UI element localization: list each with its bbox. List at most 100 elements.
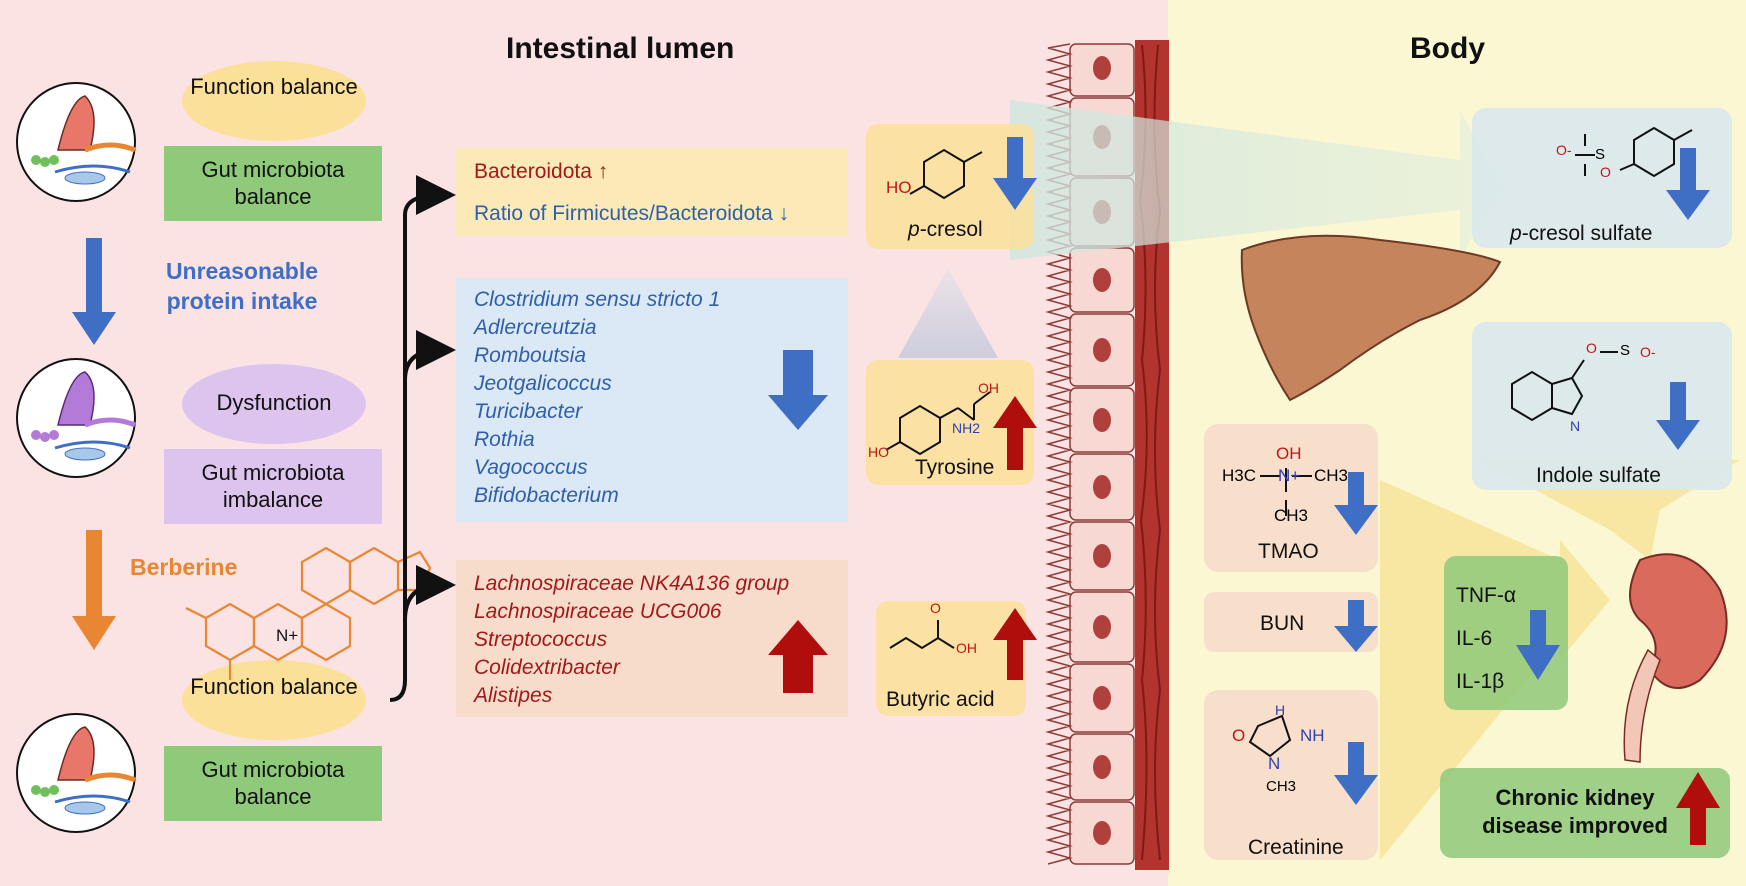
tyrosine-oh: OH (978, 380, 999, 396)
function-balance-ellipse-1 (182, 61, 366, 141)
butyric-oh: OH (956, 640, 977, 656)
tmao-h3c: H3C (1222, 466, 1257, 485)
genus-item: Alistipes (474, 684, 553, 707)
pcresol-ho: HO (886, 178, 912, 197)
berberine-label: Berberine (130, 554, 238, 580)
bacteroidota-text: Bacteroidota ↑ (474, 160, 609, 183)
branch-arrow-top (389, 175, 456, 702)
genus-item: Bifidobacterium (474, 484, 619, 507)
tmao-ch3-bottom: CH3 (1274, 506, 1309, 525)
genus-item: Lachnospiraceae UCG006 (474, 600, 722, 623)
cytokine-tnf: TNF-α (1456, 584, 1516, 607)
genus-item: Clostridium sensu stricto 1 (474, 288, 721, 311)
genus-item: Adlercreutzia (474, 316, 597, 339)
transition-label: Unreasonable protein intake (165, 258, 319, 314)
berberine-n-label: N+ (276, 626, 299, 645)
body-title: Body (1410, 32, 1485, 65)
pcresol-transport-arrow (1010, 100, 1500, 260)
is-nh: N (1570, 418, 1581, 434)
creat-n: N (1268, 754, 1281, 773)
butyric-o: O (930, 600, 941, 616)
state2-function-label: Dysfunction (216, 390, 332, 415)
butyric-up-arrow (993, 608, 1037, 680)
tmao-n: N+ (1278, 466, 1301, 485)
outcome-box (1440, 768, 1730, 858)
decrease-arrow-genera (768, 350, 828, 430)
creatinine-box (1204, 690, 1378, 860)
state3-microbiota-label: Gut microbiota balance (201, 757, 345, 809)
genus-item: Turicibacter (474, 400, 583, 423)
dysfunction-ellipse (182, 364, 366, 444)
genus-item: Colidextribacter (474, 656, 620, 679)
microbiota-balance-box-2 (164, 746, 382, 821)
lumen-title: Intestinal lumen (506, 32, 735, 65)
liver-illustration (1240, 234, 1502, 402)
tmao-label: TMAO (1258, 540, 1319, 563)
tyrosine-ho: HO (868, 444, 889, 460)
state1-function-label: Function balance (190, 74, 358, 99)
microbiota-imbalance-box (164, 449, 382, 524)
state2-microbiota-label: Gut microbiota imbalance (201, 460, 345, 512)
indole-sulfate-box (1472, 322, 1732, 490)
pcresol-down-arrow (993, 137, 1037, 210)
is-o: O (1586, 340, 1597, 356)
state3-function-label: Function balance (190, 674, 358, 699)
butyric-label: Butyric acid (886, 688, 995, 711)
function-balance-ellipse-2 (182, 660, 366, 740)
indole-sulfate-label: Indole sulfate (1536, 464, 1661, 487)
butyric-box (876, 601, 1026, 716)
tmao-oh: OH (1276, 444, 1302, 463)
indole-sulfate-down-arrow (1656, 382, 1700, 450)
decreased-genera-list: Clostridium sensu stricto 1 Adlercreutzi… (474, 286, 720, 510)
pcresol-sulfate-down-arrow (1666, 148, 1710, 220)
pcresol-sulfate-label: p-cresol sulfate (1510, 222, 1653, 245)
creat-o: O (1232, 726, 1246, 745)
microbiota-balance-box-1 (164, 146, 382, 221)
ratio-text: Ratio of Firmicutes/Bacteroidota ↓ (474, 202, 790, 225)
bacteroidota-box (456, 148, 848, 236)
creatinine-down-arrow (1334, 742, 1378, 805)
creat-ch3: CH3 (1266, 778, 1297, 795)
creat-nh-top: H (1275, 702, 1286, 718)
cytokine-il6: IL-6 (1456, 627, 1493, 650)
genus-item: Jeotgalicoccus (474, 372, 612, 395)
cytokine-down-arrow (1516, 610, 1560, 680)
bun-box (1204, 592, 1378, 652)
tyrosine-box (866, 360, 1034, 485)
state1-microbiota-label: Gut microbiota balance (201, 157, 345, 209)
increased-genera-list: Lachnospiraceae NK4A136 group Lachnospir… (474, 570, 789, 710)
microbe-circle-3 (16, 713, 136, 833)
protein-intake-arrow (72, 238, 116, 345)
pcs-o: O (1600, 164, 1611, 180)
berberine-structure (185, 546, 432, 680)
microbe-circle-1 (16, 82, 136, 202)
tmao-down-arrow (1334, 472, 1378, 535)
tyrosine-to-pcresol-arrow (898, 268, 998, 358)
outcome-label: Chronic kidney disease improved (1482, 785, 1668, 838)
outcome-up-arrow (1676, 772, 1720, 845)
genus-item: Romboutsia (474, 344, 587, 367)
tyrosine-up-arrow (993, 396, 1037, 470)
genus-item: Rothia (474, 428, 535, 451)
tyrosine-nh2: NH2 (952, 420, 981, 436)
tmao-box (1204, 424, 1378, 572)
microbe-circle-2 (16, 358, 136, 478)
kidney-illustration (1629, 553, 1728, 689)
pcs-o-minus: O- (1556, 142, 1572, 158)
branch-arrow-middle (403, 330, 456, 381)
creatinine-label: Creatinine (1248, 836, 1344, 859)
genus-item: Streptococcus (474, 628, 608, 651)
branch-arrow-bottom (403, 565, 456, 621)
pcresol-box (866, 124, 1034, 249)
is-s: S (1620, 342, 1631, 359)
cytokine-il1b: IL-1β (1456, 670, 1505, 693)
pcresol-label: p-cresol (908, 218, 983, 241)
pcresol-sulfate-box (1472, 108, 1732, 248)
bun-down-arrow (1334, 600, 1378, 652)
genus-item: Vagococcus (474, 456, 588, 479)
tyrosine-label: Tyrosine (915, 456, 995, 479)
bun-label: BUN (1260, 612, 1305, 635)
increase-arrow-genera (768, 620, 828, 693)
